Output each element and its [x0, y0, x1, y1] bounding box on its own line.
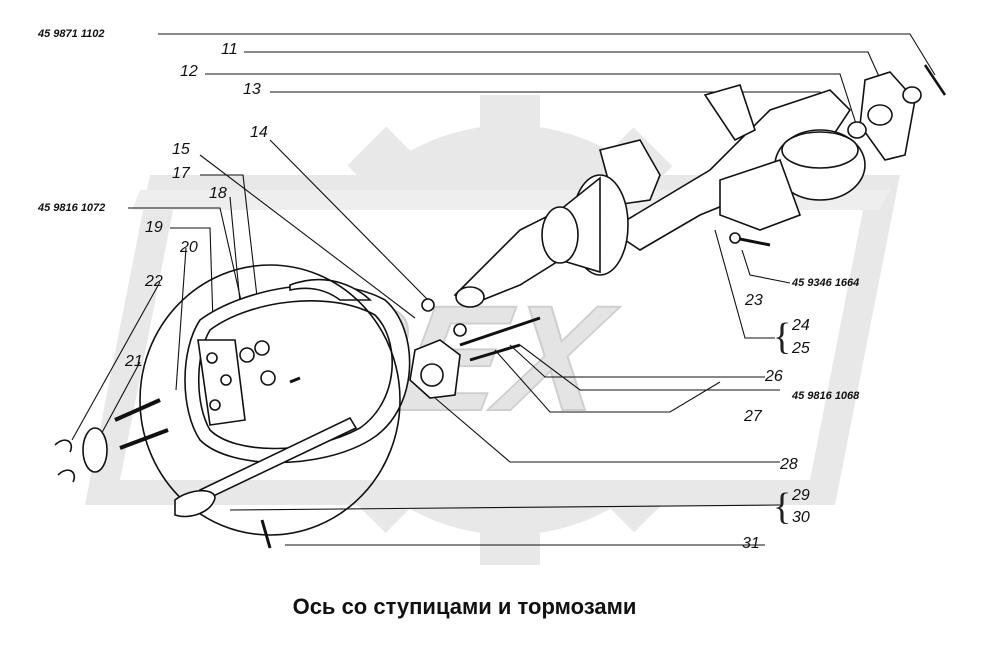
brake-shoe	[289, 278, 372, 301]
callout-27: 27	[744, 408, 762, 425]
callout-23: 23	[745, 292, 763, 309]
callout-15: 15	[172, 141, 190, 158]
leader-c4	[519, 344, 780, 391]
bolt-27	[469, 343, 521, 362]
leader-21	[97, 361, 141, 441]
callout-14: 14	[250, 124, 268, 141]
leader-17	[200, 174, 263, 341]
callout-26: 26	[765, 368, 783, 385]
callout-17: 17	[172, 165, 190, 182]
bolt-31	[260, 519, 272, 549]
brace-24-25: {	[773, 316, 792, 358]
leader-c2	[128, 207, 251, 341]
part-code-right-lower: 45 9816 1068	[792, 390, 860, 402]
callout-24: 24	[792, 317, 810, 334]
nut-14	[421, 298, 435, 312]
leader-15	[199, 154, 416, 319]
pin-28	[289, 376, 301, 384]
bolt-26	[459, 316, 541, 347]
washer-11	[902, 86, 922, 104]
leader-29-30	[229, 504, 781, 511]
axle-assembly	[54, 64, 947, 549]
nut-18	[239, 347, 255, 363]
leader-14	[269, 139, 429, 301]
nut-17	[254, 340, 270, 356]
clip-b	[57, 469, 76, 483]
callout-29: 29	[792, 487, 810, 504]
callout-25: 25	[792, 340, 810, 357]
leader-27	[494, 349, 721, 413]
leader-28	[434, 397, 780, 463]
leader-c1	[158, 33, 936, 76]
callout-19: 19	[145, 219, 163, 236]
leader-lines	[71, 33, 936, 546]
washer-12	[847, 121, 867, 139]
nut-15	[453, 323, 467, 337]
part-code-top: 45 9871 1102	[38, 28, 105, 40]
diagram-caption: Ось со ступицами и тормозами	[292, 594, 637, 619]
brake-drum	[139, 264, 401, 536]
cam-lever	[174, 489, 216, 518]
callout-13: 13	[243, 81, 261, 98]
callout-12: 12	[180, 63, 198, 80]
leader-26	[509, 344, 765, 378]
bolt-23	[734, 236, 771, 247]
part-code-right-upper: 45 9346 1664	[792, 277, 860, 289]
leader-12	[205, 73, 859, 131]
leader-20	[175, 247, 187, 391]
callout-11: 11	[221, 41, 238, 58]
callout-31: 31	[742, 535, 760, 552]
leader-19	[170, 227, 214, 323]
axle-beam	[608, 89, 852, 251]
clip-a	[54, 439, 73, 453]
callout-18: 18	[209, 185, 227, 202]
nut-c2	[260, 370, 276, 386]
leader-22	[71, 281, 161, 441]
callout-20: 20	[180, 239, 198, 256]
axle-bracket	[703, 84, 756, 142]
link-plate	[82, 427, 108, 473]
callout-28: 28	[780, 456, 798, 473]
leader-23	[741, 249, 791, 284]
leader-24-25	[714, 229, 775, 339]
callout-21: 21	[125, 353, 143, 370]
part-code-left: 45 9816 1072	[38, 202, 106, 214]
brace-29-30: {	[773, 486, 792, 528]
stud-22	[119, 428, 169, 450]
stud-21	[114, 398, 161, 422]
callout-22: 22	[145, 273, 163, 290]
pin-c1	[923, 64, 947, 96]
callout-30: 30	[792, 509, 810, 526]
